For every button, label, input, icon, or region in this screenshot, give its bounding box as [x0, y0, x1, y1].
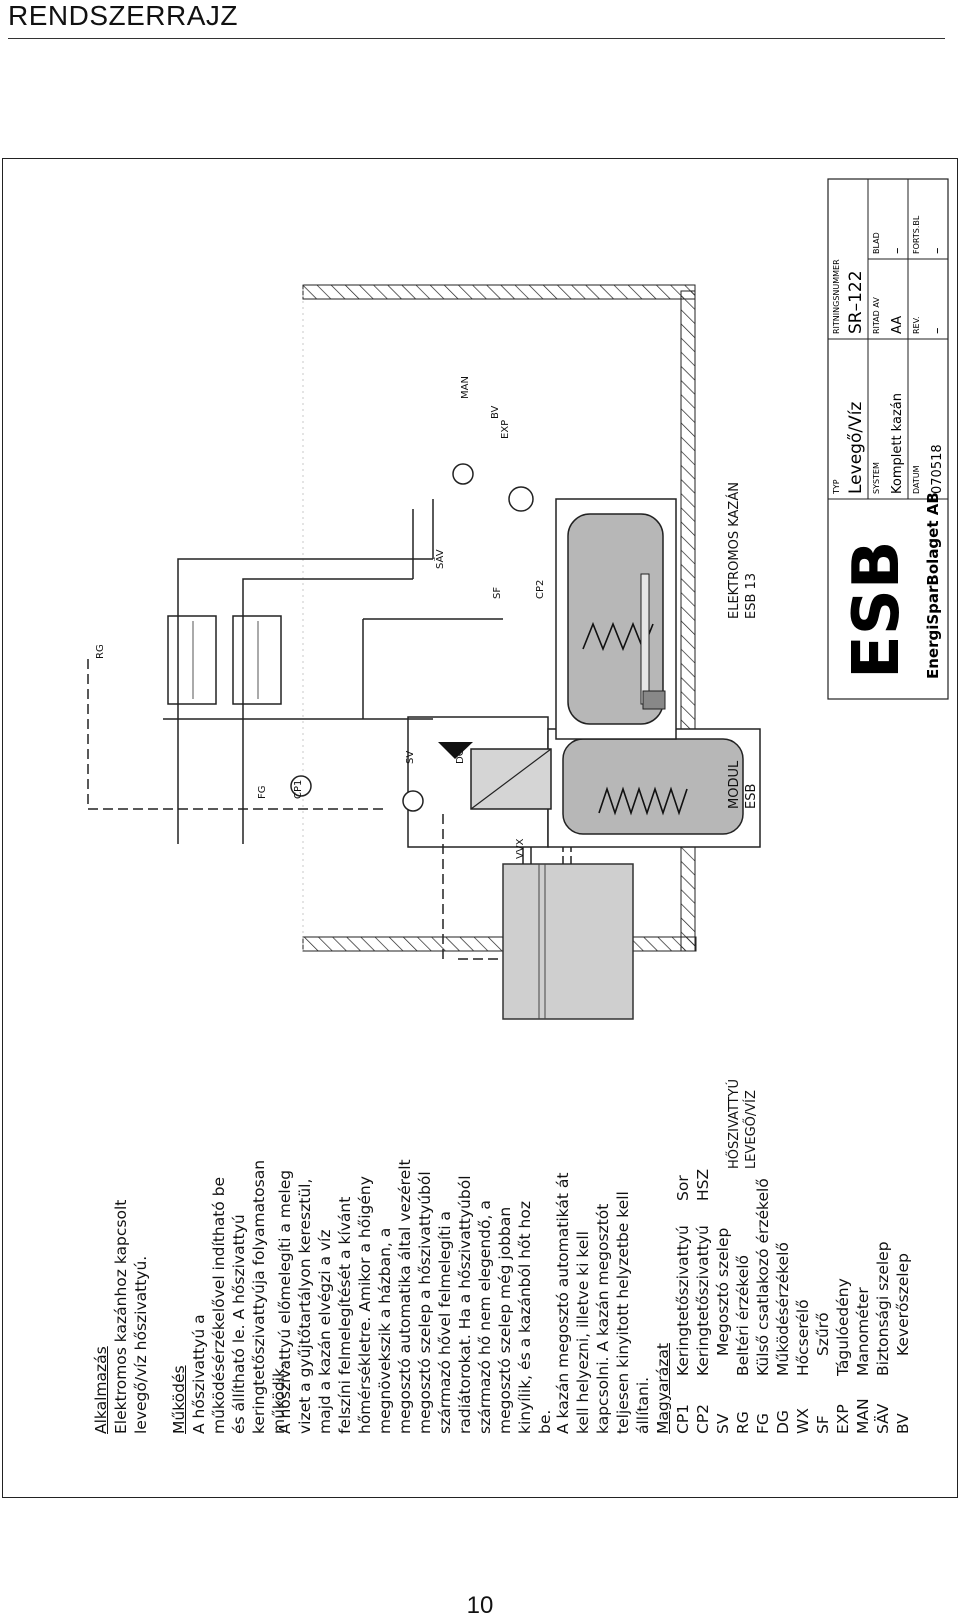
components	[290, 463, 534, 812]
ritningsnummer-label: RITNINGSNUMMER	[832, 259, 841, 334]
heat-pump-label-2: LEVEGŐ/VÍZ	[743, 1090, 759, 1169]
system-value: Komplett kazán	[890, 393, 905, 494]
datum-label: DATUM	[912, 465, 921, 494]
boiler-label-1: ELEKTROMOS KAZÁN	[726, 482, 742, 619]
rg-label: RG	[95, 644, 106, 659]
fg-label: FG	[257, 785, 268, 799]
exp-label: EXP	[500, 420, 511, 439]
man-gauge-icon	[452, 463, 474, 485]
rotated-sheet: Alkalmazás Elektromos kazánhoz kapcsolt …	[3, 159, 959, 1499]
dg-label: DG	[455, 749, 466, 764]
heat-pump-label-1: HŐSZIVATTYÚ	[726, 1079, 742, 1169]
vvx-label: VVX	[515, 838, 526, 859]
sf-label: SF	[492, 587, 503, 599]
exp-vessel-icon	[508, 486, 534, 512]
module-label-2: ESB	[744, 784, 759, 809]
blad-value: –	[890, 248, 905, 255]
schematic-svg: HŐSZIVATTYÚ LEVEGŐ/VÍZ MODUL ESB ELEKTRO…	[87, 178, 949, 1169]
heat-pump-unit	[502, 863, 634, 1020]
system-label: SYSTEM	[872, 462, 881, 494]
sav-label: SÄV	[433, 549, 446, 569]
man-label: MAN	[460, 376, 471, 399]
module-label-1: MODUL	[727, 760, 742, 809]
cp1-label: CP1	[293, 780, 304, 799]
cp1-pump-icon	[290, 775, 312, 797]
sv-label: SV	[405, 751, 416, 764]
title-block: ESB EnergiSparBolaget AB TYP Levegő/Víz …	[827, 178, 949, 700]
drawing-frame: Alkalmazás Elektromos kazánhoz kapcsolt …	[2, 158, 958, 1498]
ritad-value: AA	[890, 316, 905, 334]
electric-boiler	[555, 498, 677, 740]
bv-label: BV	[490, 405, 501, 419]
blad-label: BLAD	[872, 232, 881, 254]
rev-label: REV.	[912, 316, 921, 334]
page-number: 10	[466, 1592, 494, 1619]
ritningsnummer-value: SR–122	[846, 270, 866, 334]
forts-value: –	[930, 248, 945, 255]
header-rule	[8, 38, 945, 39]
forts-label: FORTS.BL	[912, 215, 921, 254]
page-header-title: RENDSZERRAJZ	[8, 0, 239, 31]
radiators	[167, 615, 282, 705]
sensor-wiring	[87, 659, 503, 960]
module-esb	[407, 716, 761, 848]
sv-valve-icon	[438, 742, 473, 759]
typ-value: Levegő/Víz	[846, 402, 866, 494]
typ-label: TYP	[832, 479, 841, 495]
boiler-label-2: ESB 13	[744, 573, 759, 619]
diagram-labels: HŐSZIVATTYÚ LEVEGŐ/VÍZ MODUL ESB ELEKTRO…	[95, 376, 759, 1169]
ritad-label: RITAD AV	[872, 297, 881, 334]
company-name: EnergiSparBolaget AB	[924, 492, 942, 679]
datum-value: 070518	[930, 444, 945, 494]
sf-pump-icon	[402, 790, 424, 812]
rev-value: –	[930, 328, 945, 335]
esb-logo: ESB	[840, 540, 914, 679]
cp2-label: CP2	[535, 580, 546, 599]
heating-pipes	[163, 499, 503, 844]
